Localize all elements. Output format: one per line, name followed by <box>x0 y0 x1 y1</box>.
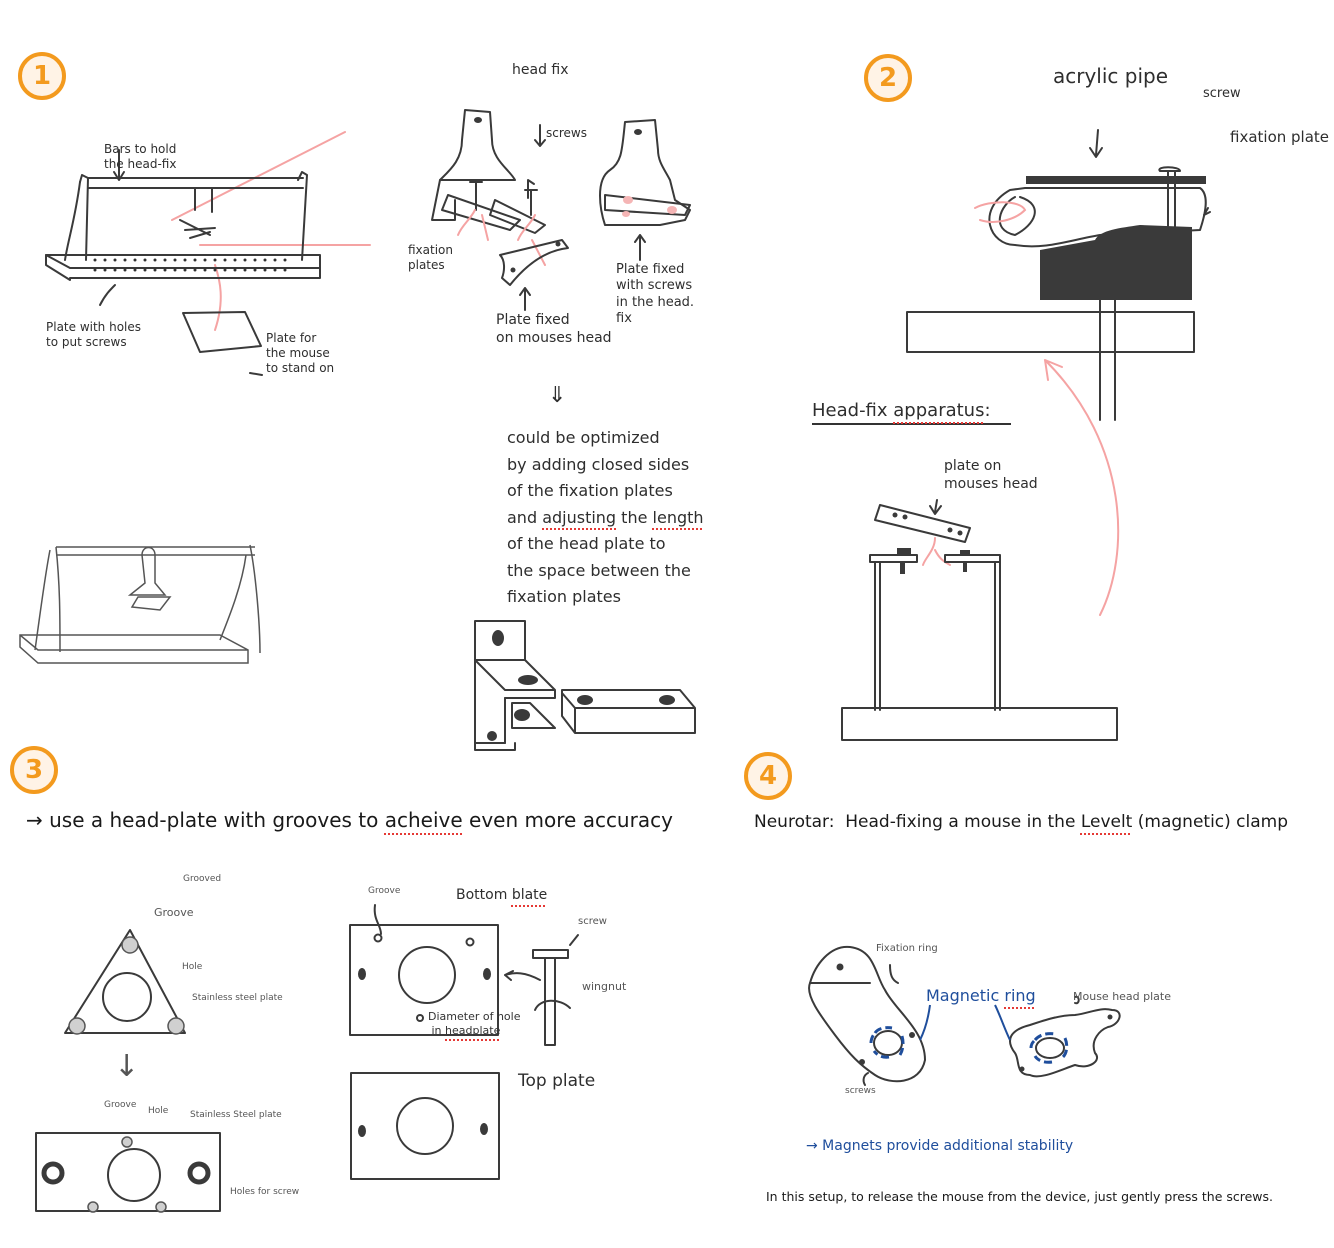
label-screw-3: screw <box>578 916 607 927</box>
label-plate-mouse: Plate for the mouse to stand on <box>266 331 335 375</box>
section-4-heading: Neurotar: Head-fixing a mouse in the Lev… <box>754 812 1289 832</box>
label-mouse-head-plate: Mouse head plate <box>1073 990 1172 1003</box>
head-fix-detail-drawing <box>431 109 691 311</box>
label-plate-fixed-head: Plate fixed on mouses head <box>496 312 612 346</box>
label-stainless-plate: Stainless steel plate <box>192 993 283 1003</box>
double-arrow-down: ⇓ <box>548 383 567 408</box>
label-acrylic-pipe: acrylic pipe <box>1053 64 1169 88</box>
label-groove: Groove <box>154 906 194 919</box>
fixation-ring-drawing <box>808 945 1121 1086</box>
pink-return-arrow <box>1044 359 1120 616</box>
head-fix-apparatus-drawing <box>841 499 1118 741</box>
magnets-note: → Magnets provide additional stability <box>806 1138 1074 1154</box>
section-3-heading: → use a head-plate with grooves to achei… <box>26 808 673 832</box>
label-fixation-plates: fixation plates <box>408 243 453 272</box>
top-plate-drawing <box>350 1072 500 1180</box>
label-screws-4: screws <box>845 1086 876 1096</box>
section-badge-1: 1 <box>18 52 66 100</box>
rendered-rig-drawing <box>19 544 261 664</box>
label-head-fix: head fix <box>512 62 569 78</box>
section-badge-3: 3 <box>10 746 58 794</box>
label-magnetic-ring: Magnetic ring <box>926 986 1036 1005</box>
label-plate-fixed-screws: Plate fixed with screws in the head. fix <box>616 262 695 326</box>
label-fixation-plate: fixation plate <box>1230 128 1330 146</box>
screw-holes <box>93 258 287 272</box>
section-badge-4: 4 <box>744 752 792 800</box>
label-bottom-plate: Bottom blate <box>456 887 548 903</box>
label-hole: Hole <box>182 962 203 972</box>
label-top-plate: Top plate <box>518 1071 596 1091</box>
isometric-bracket-drawing <box>474 620 696 751</box>
triangular-head-plate-drawing <box>64 929 186 1035</box>
bottom-plate-drawing <box>349 904 579 1046</box>
optimization-note: could be optimized by adding closed side… <box>507 428 704 606</box>
arrow-down-icon: ↓ <box>114 1049 140 1084</box>
label-screw: screw <box>1203 86 1241 101</box>
release-note: In this setup, to release the mouse from… <box>766 1189 1274 1204</box>
label-plate-on-head: plate on mouses head <box>944 458 1038 492</box>
section-badge-2: 2 <box>864 54 912 102</box>
label-plate-holes: Plate with holes to put screws <box>46 320 142 349</box>
label-holes-screw: Holes for screw <box>230 1187 300 1197</box>
label-wingnut: wingnut <box>582 980 627 993</box>
label-stainless-plate-2: Stainless Steel plate <box>190 1110 282 1120</box>
label-bars: Bars to hold the head-fix <box>104 142 177 171</box>
label-groove-2: Groove <box>104 1100 137 1110</box>
label-groove-3: Groove <box>368 886 401 896</box>
rectangular-head-plate-drawing <box>35 1132 221 1213</box>
label-hole-2: Hole <box>148 1106 169 1116</box>
head-fix-rig-drawing <box>45 131 371 376</box>
apparatus-title: Head-fix apparatus: <box>812 400 1011 425</box>
label-grooved: Grooved <box>183 874 222 884</box>
acrylic-pipe-drawing <box>906 129 1211 421</box>
label-screws: screws <box>546 126 587 140</box>
label-diameter: Diameter of hole in headplate <box>428 1010 521 1037</box>
label-fixation-ring: Fixation ring <box>876 943 938 954</box>
